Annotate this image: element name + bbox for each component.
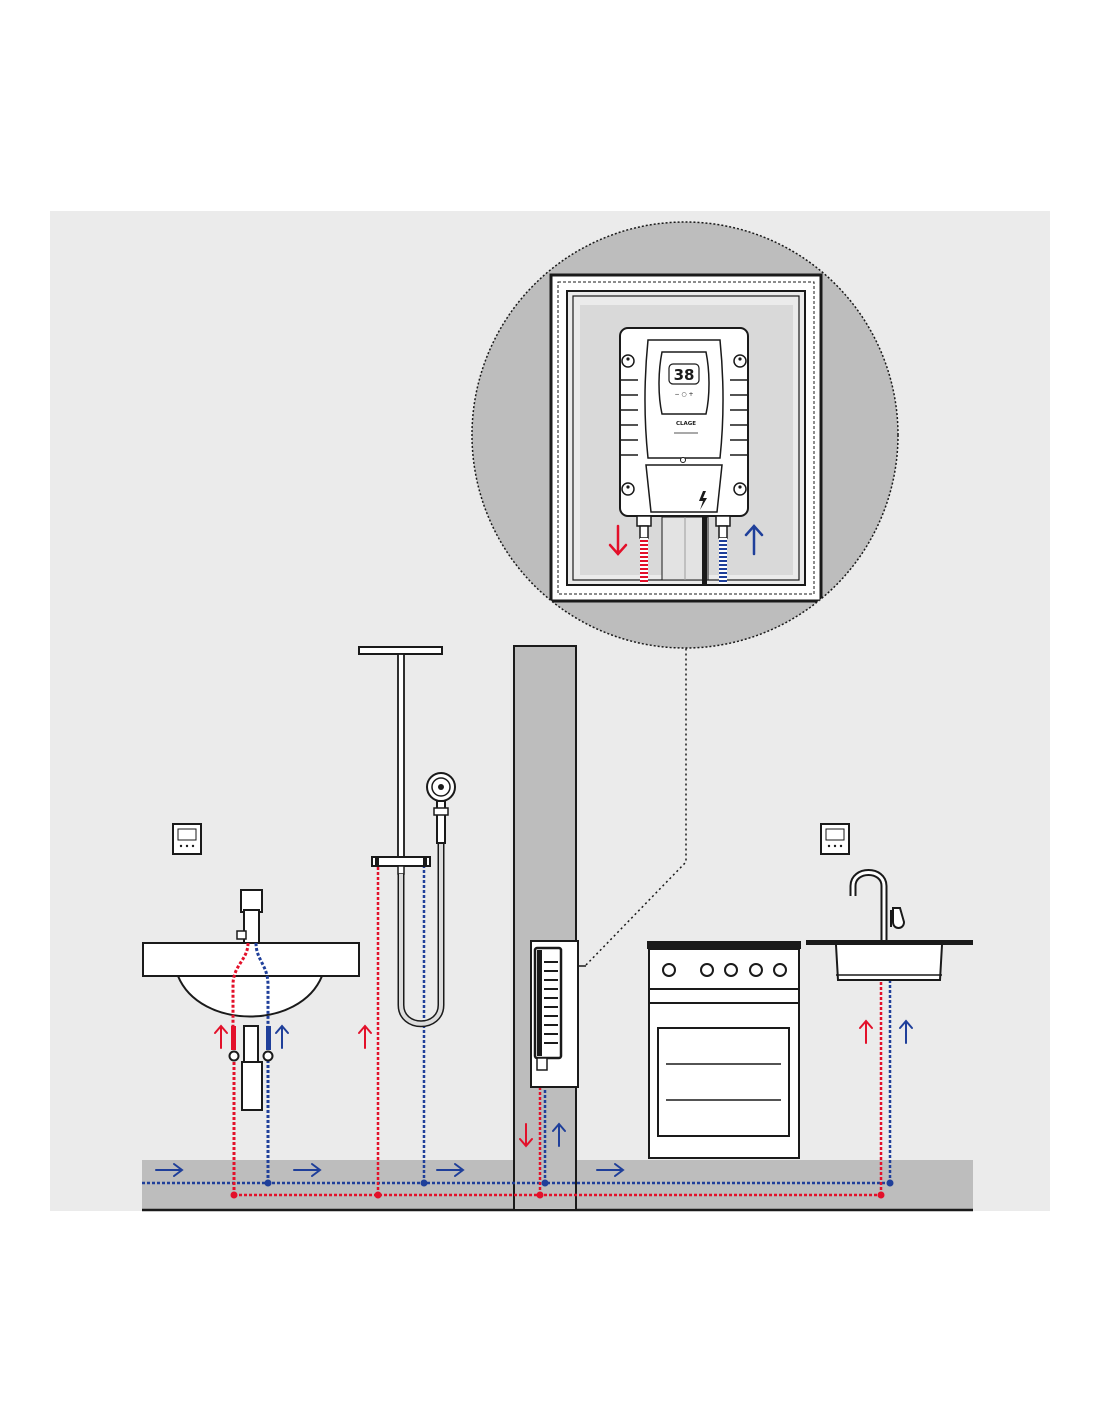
blue-arrow-icon <box>552 1122 566 1147</box>
red-arrow-icon <box>859 1019 873 1044</box>
angle-valve <box>262 1050 274 1062</box>
detail-cold-pipe <box>719 538 727 584</box>
junction-dot <box>886 1179 894 1187</box>
junction-dot <box>230 1191 238 1199</box>
junction-dot <box>374 1191 382 1199</box>
heater-display-digits: 38 <box>674 366 695 384</box>
washbasin <box>142 823 360 1111</box>
basin-hot-hose <box>231 942 250 1028</box>
kitchen-sink <box>806 823 973 1044</box>
oven-door <box>657 1027 790 1137</box>
junction-dot <box>877 1191 885 1199</box>
junction-dot <box>264 1179 272 1187</box>
remote-control-icon <box>820 823 850 855</box>
zoom-detail: 38 − ○ + CLAGE <box>471 221 899 649</box>
detail-hot-pipe <box>640 538 648 584</box>
angle-valve <box>228 1050 240 1062</box>
pipe-network <box>142 866 894 1199</box>
basin-siphon <box>241 1025 263 1111</box>
blue-arrow-icon <box>899 1019 913 1044</box>
blue-arrow-icon <box>155 1163 625 1177</box>
heater-control-marks: − ○ + <box>674 391 693 398</box>
junction-dot <box>536 1191 544 1199</box>
blue-arrow-icon <box>275 1024 289 1049</box>
remote-control-icon <box>172 823 202 855</box>
heater-brand-mark: CLAGE <box>676 421 696 427</box>
shower-mixer <box>371 856 431 867</box>
red-arrow-icon <box>358 1024 372 1049</box>
water-heater-detail: 38 − ○ + CLAGE <box>619 327 749 539</box>
stove <box>647 941 801 1159</box>
hand-shower <box>426 772 456 844</box>
lightning-icon <box>699 491 707 510</box>
red-arrow-icon <box>214 1024 228 1049</box>
junction-dot <box>420 1179 428 1187</box>
basin-bowl <box>176 975 324 1018</box>
stove-knob <box>662 963 787 977</box>
basin-countertop <box>142 942 360 977</box>
power-cable <box>702 516 707 584</box>
blue-arrow-icon <box>744 524 764 556</box>
basin-faucet <box>236 889 263 944</box>
sink-basin <box>835 944 943 981</box>
red-arrow-icon <box>608 524 628 556</box>
shower-rain-head <box>358 646 443 655</box>
shower <box>358 646 456 1049</box>
shower-rod <box>397 653 405 859</box>
red-arrow-icon <box>519 1123 533 1148</box>
junction-dot <box>541 1179 549 1187</box>
water-heater-small <box>530 940 586 1088</box>
